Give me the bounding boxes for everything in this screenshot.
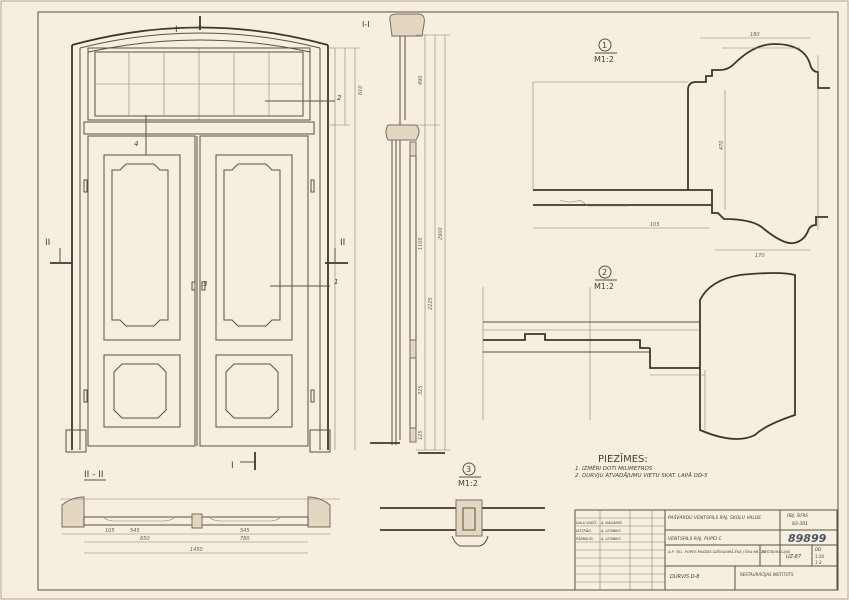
dim-total-height: 2900 xyxy=(438,227,444,240)
building-description: A.P. 301. POPES MUIŽAS DZĪVOJAMĀ ĒKA / Ē… xyxy=(667,549,765,554)
drawing-frame xyxy=(37,11,839,591)
drawing-title: DURVIS D-8 xyxy=(670,574,699,580)
detail-2-number: 2 xyxy=(602,268,607,277)
sheet-number: 1-2 xyxy=(815,560,822,565)
stage: RESTAURĀCIJAS xyxy=(762,549,791,554)
name-drafter: A. LEŠINIKS xyxy=(600,528,621,533)
detail-2: 2 M1:2 xyxy=(482,265,796,440)
building-name: VENTSPILS RAJ. PUPEI C xyxy=(668,536,722,542)
door-handle-icon xyxy=(191,281,196,291)
notes-title: PIEZĪMES: xyxy=(598,452,648,465)
sheet-code: UZ-87 xyxy=(786,554,802,560)
notes: PIEZĪMES: 1. IZMĒRI DOTI MILIMETROS 2. D… xyxy=(575,452,708,479)
dim-d1-base: 105 xyxy=(650,222,660,228)
drawing-scale: 1:20 xyxy=(815,554,824,559)
project-name: PAŠVĀRDU VENTSPILS RAJ. SKOLU VALDE xyxy=(668,514,761,521)
detail-3-scale: M1:2 xyxy=(458,479,478,488)
detail-2-scale: M1:2 xyxy=(594,282,614,291)
dim-bottom: 125 xyxy=(418,430,424,440)
dim-lower-panel: 325 xyxy=(418,385,424,395)
dim-total-width: 1450 xyxy=(190,547,203,553)
dim-d1-top: 180 xyxy=(750,32,760,38)
detail-1-number: 1 xyxy=(602,41,607,50)
dim-leaf-right: 780 xyxy=(240,536,250,542)
role-checker: PĀRBAUD. xyxy=(576,536,594,541)
title-block: DALU VADĪT. A. NAGAINIS IZSTRĀD. A. LEŠI… xyxy=(574,509,838,591)
detail-3-number: 3 xyxy=(466,465,471,474)
object-number: 83-301 xyxy=(792,521,808,527)
role-drafter: IZSTRĀD. xyxy=(576,528,592,533)
dim-leaf-left: 650 xyxy=(140,536,150,542)
dim-panel-width-left: 545 xyxy=(130,528,140,534)
section-2-2-label: II - II xyxy=(84,470,104,480)
note-2: 2. DURVJU ATVADĀJUMU VIETU SKAT. LAPĀ DD… xyxy=(575,472,708,479)
object-number-label: OBJ. ŠIFRS xyxy=(787,513,808,518)
dim-transom-glass: 490 xyxy=(418,75,424,85)
dim-d1-height: 470 xyxy=(719,140,725,150)
section-marker-i-top: I xyxy=(175,16,201,35)
door-elevation: 610 2 1 3 4 I I II II xyxy=(45,16,364,471)
callout-2: 2 xyxy=(337,94,342,102)
role-department-head: DALU VADĪT. xyxy=(576,520,597,525)
callout-4: 4 xyxy=(134,140,138,148)
dim-panel-width-right: 545 xyxy=(240,528,250,534)
dim-door-height: 2225 xyxy=(428,297,434,310)
svg-text:I: I xyxy=(231,461,234,471)
dim-d1-bottom: 170 xyxy=(755,253,765,259)
dim-transom: 610 xyxy=(358,85,364,95)
section-1-1: I-I 2900 2225 490 1105 325 125 xyxy=(362,13,450,454)
svg-text:II: II xyxy=(340,238,345,248)
section-1-1-label: I-I xyxy=(362,20,370,29)
detail-3: 3 M1:2 xyxy=(380,462,545,547)
svg-text:I: I xyxy=(175,25,178,35)
sheet-type: DD xyxy=(815,547,821,552)
drawing-number: 89899 xyxy=(788,532,827,545)
dim-stile: 105 xyxy=(105,528,115,534)
section-marker-ii-left: II xyxy=(45,238,72,264)
dim-panel: 1105 xyxy=(418,237,424,250)
section-marker-ii-right: II xyxy=(325,238,348,264)
name-department-head: A. NAGAINIS xyxy=(600,521,623,525)
note-1: 1. IZMĒRI DOTI MILIMETROS xyxy=(575,465,653,472)
callout-1: 1 xyxy=(334,278,338,286)
detail-1-scale: M1:2 xyxy=(594,55,614,64)
detail-1: 1 M1:2 180 470 170 105 xyxy=(532,32,830,259)
callout-3: 3 xyxy=(203,280,207,288)
name-checker: A. LEŠINIKS xyxy=(600,536,621,541)
section-marker-i-bottom: I xyxy=(231,452,256,471)
section-2-2: II - II 105 545 545 650 780 1450 xyxy=(60,470,340,554)
svg-text:II: II xyxy=(45,238,50,248)
organization: RESTAURĀCIJAS INSTITŪTS xyxy=(740,572,794,577)
